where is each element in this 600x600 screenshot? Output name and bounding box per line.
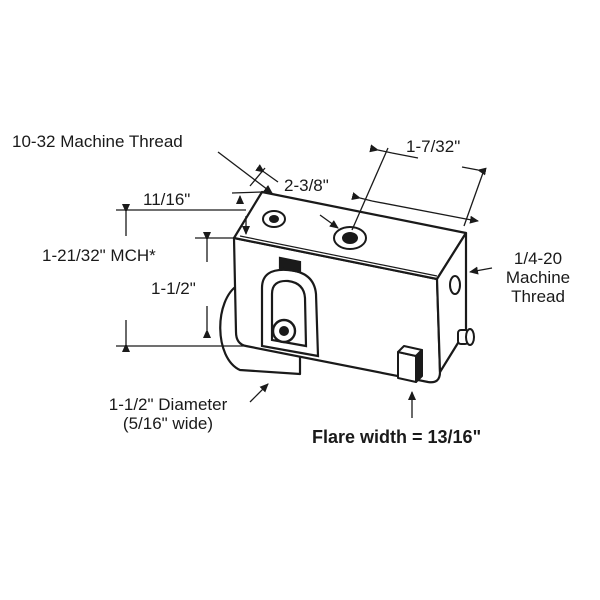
label-10-32-machine-thread: 10-32 Machine Thread [12, 132, 183, 151]
label-1-7-32: 1-7/32" [406, 137, 461, 156]
label-1-4-20-machine-thread: 1/4-20 Machine Thread [498, 249, 578, 306]
flare-tab [397, 345, 423, 383]
label-flare-width: Flare width = 13/16" [312, 427, 482, 447]
adjusting-screw [457, 328, 475, 346]
roller-housing [219, 190, 468, 384]
label-1-4-20-line3: Thread [511, 287, 565, 307]
label-1-21-32-mch: 1-21/32" MCH* [42, 246, 156, 265]
label-diameter-line2: (5/16" wide) [122, 414, 214, 434]
axle [271, 318, 297, 344]
label-1-4-20-line2: Machine [505, 268, 571, 288]
dimension-lines [116, 144, 493, 418]
label-diameter: 1-1/2" Diameter (5/16" wide) [92, 395, 244, 433]
side-thread-hole [449, 275, 461, 295]
label-2-3-8: 2-3/8" [284, 176, 329, 195]
label-1-1-2: 1-1/2" [151, 279, 196, 298]
label-1-4-20-line1: 1/4-20 [513, 249, 563, 268]
label-11-16: 11/16" [143, 190, 191, 209]
label-diameter-line1: 1-1/2" Diameter [108, 395, 228, 414]
